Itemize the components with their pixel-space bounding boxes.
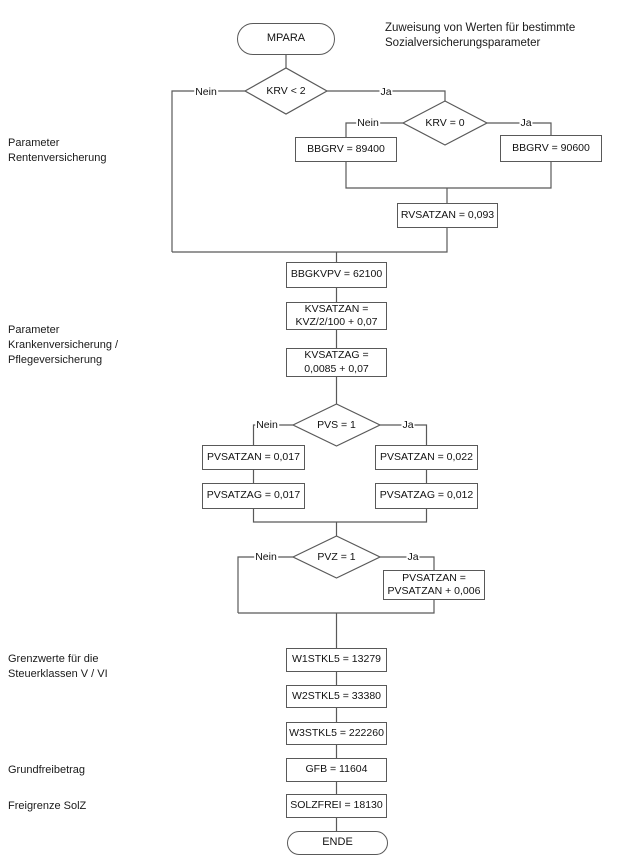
branch-label-pvs-yes: Ja [401, 419, 415, 431]
process-box-solzfrei: SOLZFREI = 18130 [286, 794, 387, 818]
process-box-kvsatzan: KVSATZAN = KVZ/2/100 + 0,07 [286, 302, 387, 330]
process-box-kvsatzag: KVSATZAG = 0,0085 + 0,07 [286, 348, 387, 377]
decision-pvs-label: PVS = 1 [317, 419, 356, 431]
connector-krv2-yes [327, 90, 446, 101]
connector-krv0-no [345, 122, 403, 137]
process-box-rvsatzan: RVSATZAN = 0,093 [397, 203, 498, 228]
process-box-w1stkl5: W1STKL5 = 13279 [286, 648, 387, 672]
connector-pvs-yes [380, 424, 428, 445]
connector-krv2-no-rail [171, 90, 245, 252]
branch-label-krv0-no: Nein [356, 117, 380, 129]
branch-label-krv0-yes: Ja [519, 117, 533, 129]
connector-pvs-no [252, 424, 293, 445]
connector-pvz-merge [238, 600, 435, 614]
connector-krv0-yes [487, 122, 552, 135]
decision-pvz-label: PVZ = 1 [317, 551, 356, 563]
branch-label-pvz-yes: Ja [406, 551, 420, 563]
annotation-text: Zuweisung von Werten für bestimmte Sozia… [385, 22, 576, 50]
decision-krv0-label: KRV = 0 [425, 117, 465, 129]
decision-krv2-shape [243, 67, 329, 115]
process-box-w3stkl5: W3STKL5 = 222260 [286, 722, 387, 745]
start-terminal: MPARA [237, 23, 335, 55]
end-terminal: ENDE [287, 831, 388, 855]
connector-pvz-no-rail [237, 556, 293, 613]
branch-label-pvz-no: Nein [254, 551, 278, 563]
process-box-pvsatzag-ja: PVSATZAG = 0,012 [375, 483, 478, 509]
side-label-rentenversicherung: Parameter Rentenversicherung [8, 137, 107, 164]
process-box-pvsatzan-nein: PVSATZAN = 0,017 [202, 445, 305, 470]
connector-rvsatzan-to-mainrail [172, 228, 448, 253]
process-box-bbgrv-nein: BBGRV = 89400 [295, 137, 397, 162]
process-box-bbgkvpv: BBGKVPV = 62100 [286, 262, 387, 288]
decision-krv2-label: KRV < 2 [266, 85, 306, 97]
decision-pvs-shape [291, 403, 382, 447]
branch-label-pvs-no: Nein [255, 419, 279, 431]
process-box-w2stkl5: W2STKL5 = 33380 [286, 685, 387, 708]
branch-label-krv2-no: Nein [194, 86, 218, 98]
connector-pvz-yes [380, 556, 435, 570]
decision-pvz-shape [291, 535, 382, 579]
process-box-bbgrv-ja: BBGRV = 90600 [500, 135, 602, 162]
connector-pv-merge [252, 509, 428, 523]
process-box-pvsatzag-nein: PVSATZAG = 0,017 [202, 483, 305, 509]
process-box-pvsatzan-ja: PVSATZAN = 0,022 [375, 445, 478, 470]
side-label-steuerklassen: Grenzwerte für die Steuerklassen V / VI [8, 653, 108, 680]
branch-label-krv2-yes: Ja [379, 86, 393, 98]
side-label-freigrenze-solz: Freigrenze SolZ [8, 800, 87, 812]
process-box-pvsatzan-plus: PVSATZAN = PVSATZAN + 0,006 [383, 570, 485, 600]
side-label-grundfreibetrag: Grundfreibetrag [8, 764, 86, 776]
connector-bbgrv-merge [345, 162, 552, 189]
process-box-gfb: GFB = 11604 [286, 758, 387, 782]
decision-krv0-shape [401, 100, 489, 146]
side-label-krankenversicherung: Parameter Krankenversicherung / Pflegeve… [8, 324, 119, 366]
